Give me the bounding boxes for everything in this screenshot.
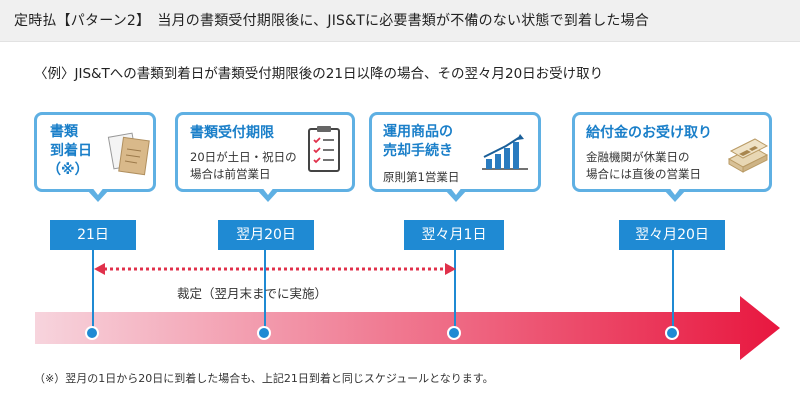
date-label-month-after-next-20: 翌々月20日	[619, 220, 725, 250]
card-title-line1: 運用商品の	[383, 124, 453, 140]
card-submission-deadline: 書類受付期限 20日が土日・祝日の 場合は前営業日	[175, 112, 355, 202]
card-document-arrival: 書類 到着日 （※）	[34, 112, 156, 202]
header-bar: 定時払【パターン2】 当月の書類受付期限後に、JIS&Tに必要書類が不備のない状…	[0, 0, 800, 42]
card-desc-line1: 20日が土日・祝日の	[190, 150, 297, 164]
card-desc-line1: 金融機関が休業日の	[586, 150, 690, 164]
timeline-connector	[92, 250, 94, 333]
period-double-arrow	[94, 263, 456, 275]
timeline-dot	[257, 326, 271, 340]
rising-bar-chart-icon	[482, 134, 528, 170]
card-sale-procedure: 運用商品の 売却手続き 原則第1営業日	[369, 112, 541, 202]
documents-icon	[107, 132, 150, 176]
timeline-connector	[672, 250, 674, 333]
timeline-dot	[85, 326, 99, 340]
timeline-dot	[447, 326, 461, 340]
date-label-21: 21日	[50, 220, 136, 250]
page-title: 定時払【パターン2】 当月の書類受付期限後に、JIS&Tに必要書類が不備のない状…	[14, 13, 649, 29]
card-benefit-receipt: 給付金のお受け取り 金融機関が休業日の 場合には直後の営業日	[572, 112, 772, 202]
card-title: 給付金のお受け取り	[586, 125, 712, 141]
card-title-line2: 到着日	[50, 143, 92, 159]
timeline-dot	[665, 326, 679, 340]
footnote: （※）翌月の1日から20日に到着した場合も、上記21日到着と同じスケジュールとな…	[34, 372, 494, 385]
example-text: 〈例〉JIS&Tへの書類到着日が書類受付期限後の21日以降の場合、その翌々月20…	[34, 66, 604, 82]
card-desc-line2: 場合は前営業日	[190, 167, 271, 181]
card-title-line3: （※）	[47, 162, 89, 178]
timeline-connector	[264, 250, 266, 333]
date-label-month-after-next-1: 翌々月1日	[404, 220, 504, 250]
checklist-clipboard-icon	[308, 126, 340, 172]
card-title-line2: 売却手続き	[383, 143, 453, 159]
card-pointer	[257, 186, 279, 202]
card-title: 書類受付期限	[190, 125, 274, 141]
card-desc-line2: 場合には直後の営業日	[586, 167, 701, 181]
card-pointer	[664, 186, 686, 202]
date-label-next-month-20: 翌月20日	[218, 220, 314, 250]
card-pointer	[87, 186, 109, 202]
money-bundle-icon	[727, 138, 769, 173]
period-label: 裁定（翌月末までに実施）	[177, 286, 328, 301]
timeline-arrow	[35, 296, 780, 360]
card-pointer	[445, 186, 467, 202]
timeline-connector	[454, 250, 456, 333]
card-title-line1: 書類	[50, 124, 78, 140]
card-desc: 原則第1営業日	[383, 170, 460, 184]
